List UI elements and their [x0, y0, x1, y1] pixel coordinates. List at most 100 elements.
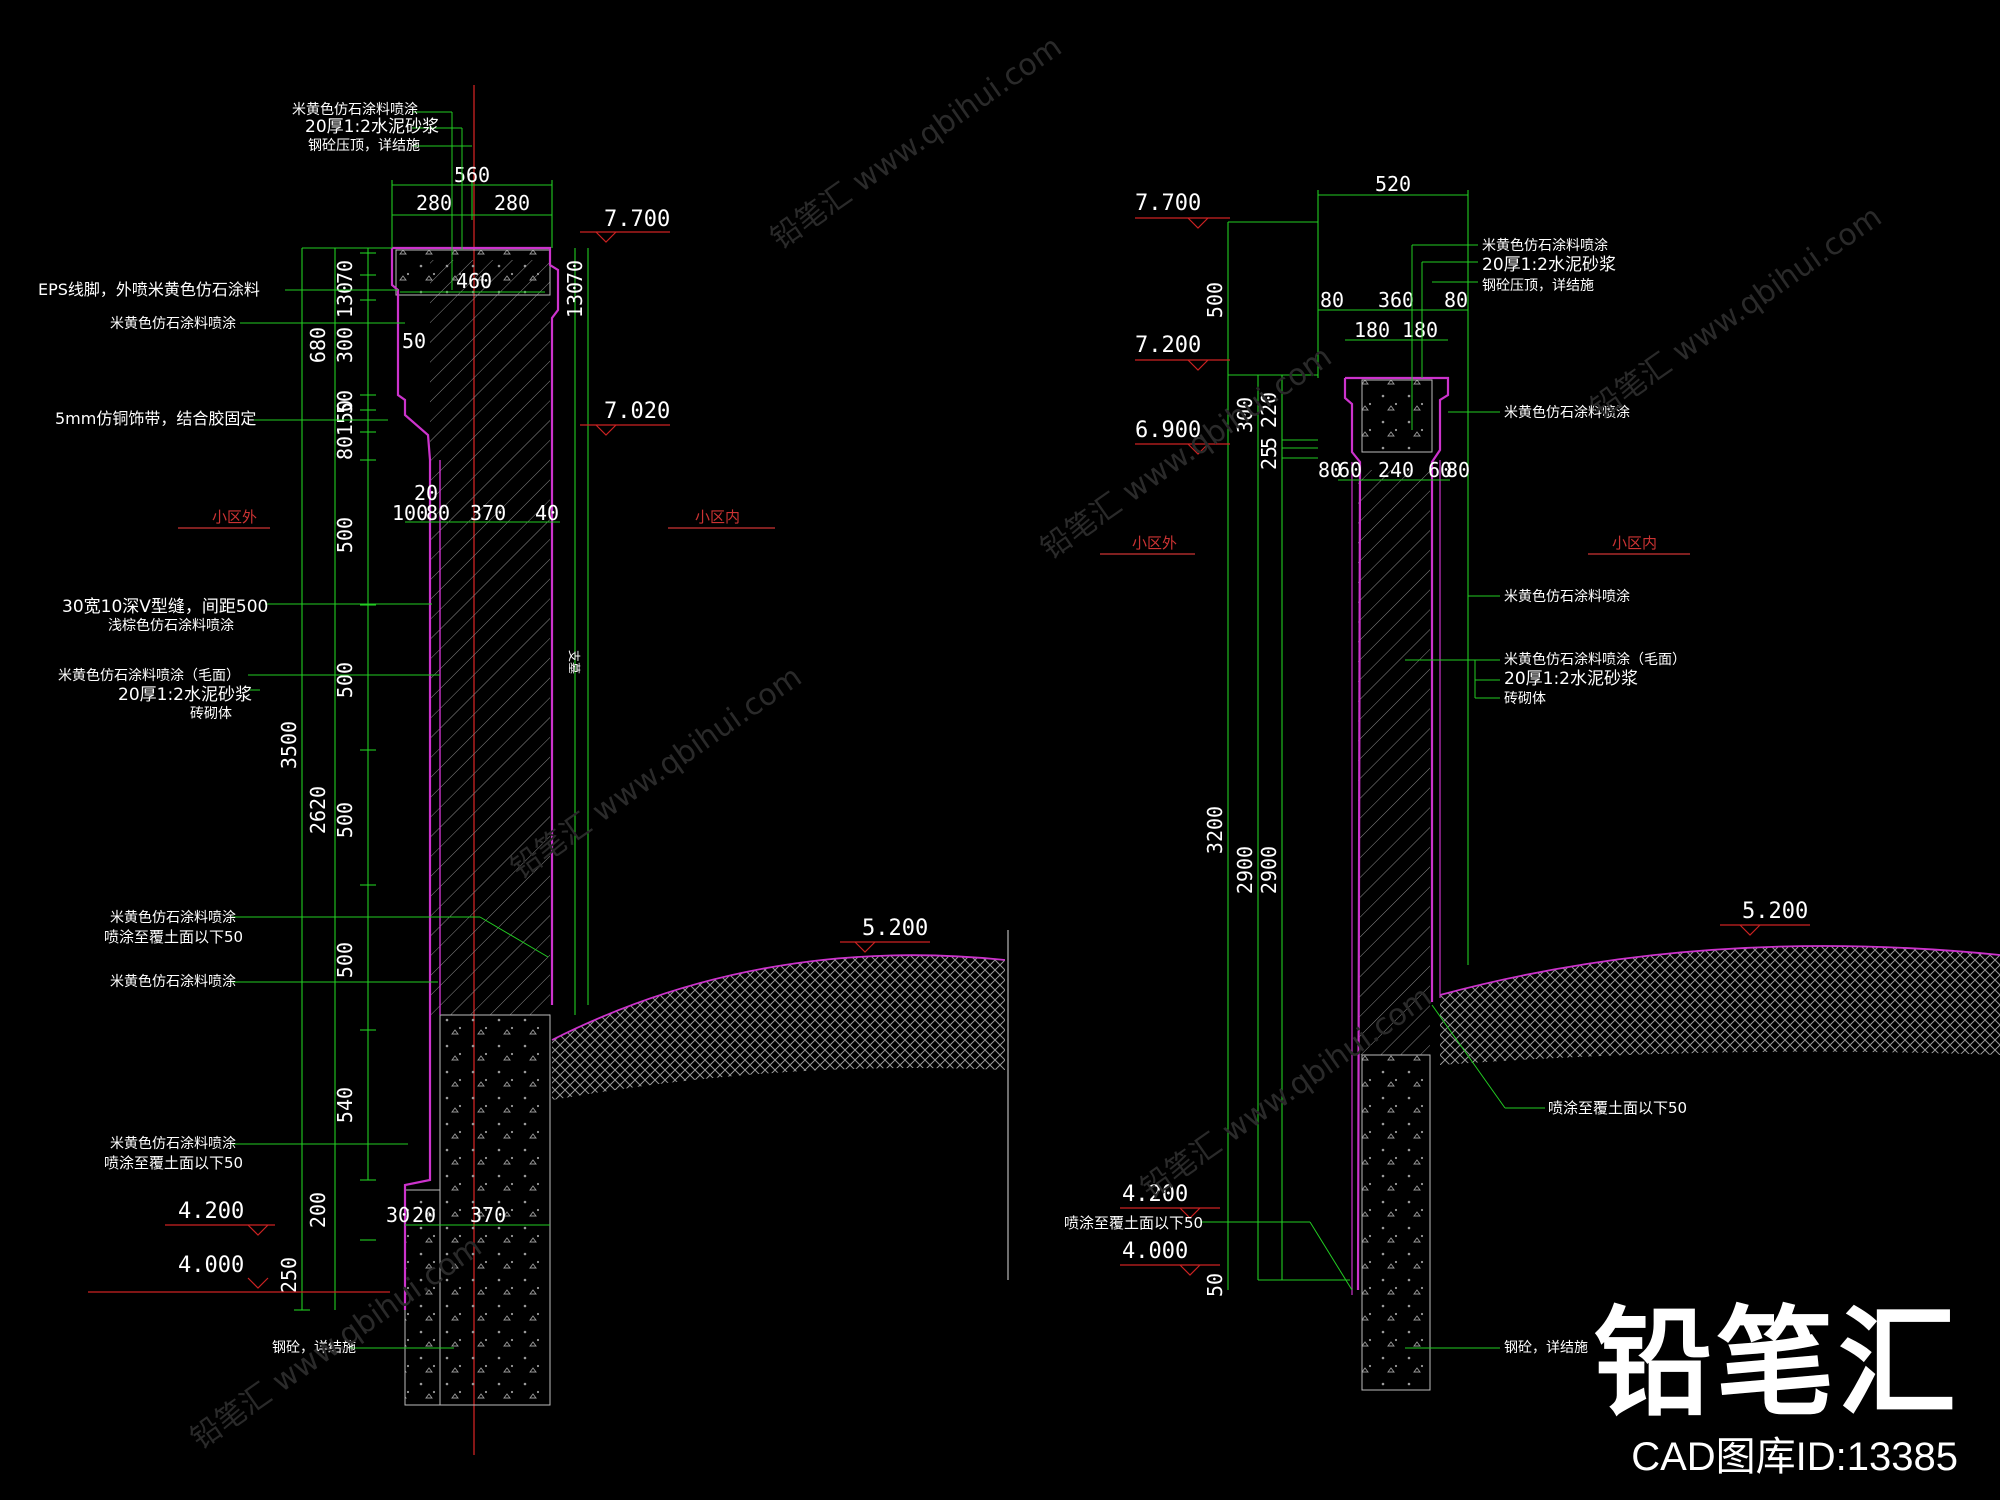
- left-dim-half-left: 280: [416, 191, 452, 215]
- svg-text:30: 30: [386, 1203, 410, 1227]
- svg-text:540: 540: [333, 1087, 357, 1123]
- left-coping: [395, 249, 551, 296]
- svg-text:铅笔汇 www.qbihui.com: 铅笔汇 www.qbihui.com: [1585, 199, 1889, 426]
- svg-text:3200: 3200: [1203, 806, 1227, 854]
- svg-text:小区内: 小区内: [695, 508, 740, 526]
- svg-text:20厚1:2水泥砂浆: 20厚1:2水泥砂浆: [1504, 669, 1638, 689]
- svg-text:80: 80: [1446, 458, 1470, 482]
- svg-text:7.200: 7.200: [1135, 333, 1201, 358]
- svg-text:砖砌体: 砖砌体: [190, 706, 232, 722]
- svg-text:50: 50: [402, 329, 426, 353]
- svg-text:100: 100: [392, 501, 428, 525]
- svg-text:5.200: 5.200: [1742, 899, 1808, 924]
- svg-text:钢砼，详结施: 钢砼，详结施: [1504, 1340, 1588, 1356]
- svg-text:20厚1:2水泥砂浆: 20厚1:2水泥砂浆: [305, 117, 439, 137]
- left-section: 560 280 280 460 70 130 680 300 50 150 80…: [38, 85, 1009, 1455]
- svg-text:7.700: 7.700: [1135, 191, 1201, 216]
- svg-text:360: 360: [1378, 288, 1414, 312]
- svg-text:米黄色仿石涂料喷涂（毛面）: 米黄色仿石涂料喷涂（毛面）: [1504, 651, 1686, 668]
- svg-text:米黄色仿石涂料喷涂: 米黄色仿石涂料喷涂: [292, 101, 418, 118]
- svg-text:70: 70: [333, 260, 357, 284]
- svg-text:7.020: 7.020: [604, 399, 670, 424]
- right-notes: 米黄色仿石涂料喷涂 20厚1:2水泥砂浆 钢砼压顶，详结施 米黄色仿石涂料喷涂 …: [1064, 237, 1687, 1356]
- svg-text:130: 130: [563, 282, 587, 318]
- svg-text:钢砼压顶，详结施: 钢砼压顶，详结施: [1482, 278, 1594, 294]
- svg-text:2900: 2900: [1233, 846, 1257, 894]
- svg-text:500: 500: [333, 942, 357, 978]
- svg-text:300: 300: [333, 327, 357, 363]
- svg-text:80: 80: [1320, 288, 1344, 312]
- svg-text:30宽10深V型缝，间距500: 30宽10深V型缝，间距500: [62, 597, 268, 617]
- svg-text:4.000: 4.000: [178, 1253, 244, 1278]
- svg-text:4.200: 4.200: [1122, 1182, 1188, 1207]
- svg-text:70: 70: [563, 260, 587, 284]
- svg-text:2620: 2620: [306, 786, 330, 834]
- svg-text:铅笔汇 www.qbihui.com: 铅笔汇 www.qbihui.com: [1035, 339, 1339, 566]
- svg-text:20: 20: [414, 481, 438, 505]
- svg-text:60: 60: [1428, 458, 1452, 482]
- svg-text:米黄色仿石涂料喷涂: 米黄色仿石涂料喷涂: [1482, 237, 1608, 254]
- svg-text:小区外: 小区外: [212, 508, 257, 526]
- svg-text:80: 80: [1444, 288, 1468, 312]
- svg-text:20厚1:2水泥砂浆: 20厚1:2水泥砂浆: [1482, 255, 1616, 275]
- svg-text:铅笔汇 www.qbihui.com: 铅笔汇 www.qbihui.com: [765, 29, 1069, 256]
- svg-text:小区内: 小区内: [1612, 534, 1657, 552]
- svg-text:180: 180: [1402, 318, 1438, 342]
- left-vert-dims: 70 130 680 300 50 150 80 500 500 500 500…: [277, 260, 587, 1293]
- svg-text:500: 500: [333, 802, 357, 838]
- svg-text:7.700: 7.700: [604, 207, 670, 232]
- svg-text:喷涂至覆土面以下50: 喷涂至覆土面以下50: [104, 1154, 243, 1172]
- svg-text:4.000: 4.000: [1122, 1239, 1188, 1264]
- left-small-dims: 50 20 100 80 370 40 30 20 370: [386, 329, 559, 1227]
- left-wall-hatch: [430, 325, 550, 1015]
- svg-text:370: 370: [470, 501, 506, 525]
- svg-text:小区外: 小区外: [1132, 534, 1177, 552]
- svg-text:130: 130: [333, 282, 357, 318]
- left-dim-inner: 460: [456, 269, 492, 293]
- svg-text:40: 40: [535, 501, 559, 525]
- svg-text:6.900: 6.900: [1135, 418, 1201, 443]
- right-elevations: 7.700 7.200 6.900 5.200 4.200 4.000: [1120, 191, 1810, 1276]
- svg-text:500: 500: [333, 517, 357, 553]
- left-dim-half-right: 280: [494, 191, 530, 215]
- right-dims: [1227, 190, 1469, 1290]
- svg-text:25: 25: [1257, 446, 1281, 470]
- left-side-labels: 小区外 小区内: [178, 508, 775, 529]
- svg-text:米黄色仿石涂料喷涂: 米黄色仿石涂料喷涂: [110, 973, 236, 990]
- right-finish-outline: [1343, 376, 1450, 1291]
- svg-text:砖砌体: 砖砌体: [1504, 691, 1546, 707]
- svg-text:20: 20: [412, 1203, 436, 1227]
- left-dim-overall: 560: [454, 163, 490, 187]
- svg-text:米黄色仿石涂料喷涂: 米黄色仿石涂料喷涂: [110, 1135, 236, 1152]
- svg-text:300: 300: [1233, 397, 1257, 433]
- right-dim-overall: 520: [1375, 172, 1411, 196]
- svg-text:5.200: 5.200: [862, 916, 928, 941]
- svg-text:钢砼压顶，详结施: 钢砼压顶，详结施: [308, 138, 420, 154]
- brand-logo-text: 铅笔汇: [1593, 1294, 1960, 1432]
- svg-text:180: 180: [1354, 318, 1390, 342]
- right-side-labels: 小区外 小区内: [1100, 534, 1690, 555]
- svg-text:EPS线脚，外喷米黄色仿石涂料: EPS线脚，外喷米黄色仿石涂料: [38, 280, 260, 299]
- svg-text:铅笔汇 www.qbihui.com: 铅笔汇 www.qbihui.com: [505, 659, 809, 886]
- svg-text:喷涂至覆土面以下50: 喷涂至覆土面以下50: [1064, 1214, 1203, 1232]
- svg-text:60: 60: [1338, 458, 1362, 482]
- svg-text:80: 80: [1318, 458, 1342, 482]
- left-finish-outline: [390, 246, 560, 1310]
- right-footing: [1361, 1054, 1431, 1391]
- svg-text:500: 500: [333, 662, 357, 698]
- right-coping: [1361, 379, 1433, 453]
- right-wall-hatch: [1358, 470, 1430, 1055]
- right-bottom-dims: 80 60 240 60 80: [1318, 458, 1470, 482]
- svg-text:80: 80: [333, 436, 357, 460]
- svg-text:680: 680: [306, 327, 330, 363]
- svg-text:250: 250: [277, 1257, 301, 1293]
- left-footing: [439, 1014, 551, 1406]
- left-top-dims: [301, 180, 589, 1310]
- left-elevations: 7.700 7.020 5.200 4.200 4.000: [88, 207, 930, 1293]
- svg-text:220: 220: [1257, 392, 1281, 428]
- right-soil: [1440, 946, 2000, 1065]
- left-notes: 米黄色仿石涂料喷涂 20厚1:2水泥砂浆 钢砼压顶，详结施 EPS线脚，外喷米黄…: [38, 101, 581, 1356]
- svg-text:150: 150: [333, 400, 357, 436]
- right-section: 520 80 360 80 180 180 80 60 240 60 80 50…: [1064, 172, 2000, 1391]
